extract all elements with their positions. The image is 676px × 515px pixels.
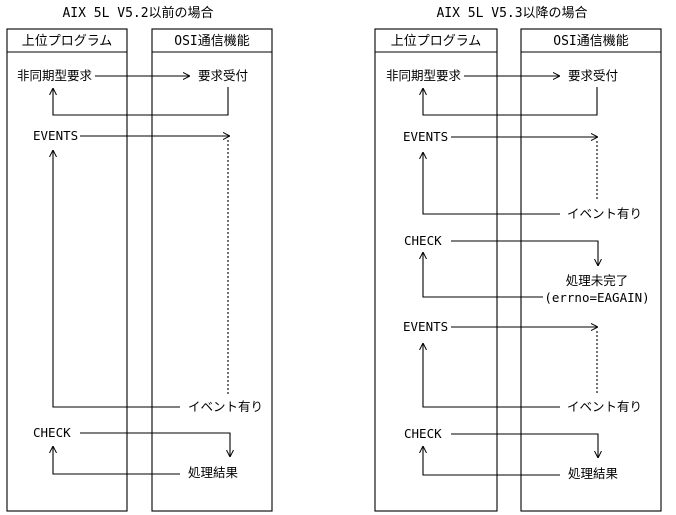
left-request-return-arrow — [53, 87, 229, 116]
left-panel: AIX 5L V5.2以前の場合 上位プログラム OSI通信機能 非同期型要求 … — [6, 5, 273, 512]
right-event-occurred-1-label: イベント有り — [567, 206, 642, 221]
left-request-accepted-label: 要求受付 — [198, 68, 248, 83]
right-panel: AIX 5L V5.3以降の場合 上位プログラム OSI通信機能 非同期型要求 … — [374, 6, 662, 512]
right-check-1-arrow — [451, 240, 598, 266]
left-check-label: CHECK — [33, 425, 71, 440]
left-app-lane — [6, 28, 128, 512]
right-check-1-return-arrow — [423, 252, 543, 298]
right-header-osi: OSI通信機能 — [553, 34, 628, 49]
right-event-1-return-arrow — [423, 152, 560, 215]
right-request-accepted-label: 要求受付 — [568, 68, 618, 83]
right-async-request-label: 非同期型要求 — [386, 68, 462, 83]
left-async-request-label: 非同期型要求 — [17, 68, 93, 83]
right-request-return-arrow — [423, 87, 598, 116]
right-result-return-arrow — [423, 446, 560, 476]
left-event-return-arrow — [53, 150, 180, 408]
right-check-2-label: CHECK — [404, 426, 442, 441]
right-osi-lane — [520, 28, 662, 512]
right-events-1-label: EVENTS — [403, 129, 448, 144]
right-check-2-arrow — [451, 433, 598, 458]
right-app-lane — [374, 28, 498, 512]
left-header-osi: OSI通信機能 — [174, 34, 249, 49]
right-header-app: 上位プログラム — [391, 34, 482, 49]
left-panel-title: AIX 5L V5.2以前の場合 — [62, 5, 213, 21]
left-check-arrow — [80, 432, 230, 457]
left-process-result-label: 処理結果 — [188, 465, 239, 480]
left-header-app: 上位プログラム — [22, 34, 113, 49]
right-check-1-label: CHECK — [404, 233, 442, 248]
right-not-complete-label: 処理未完了 — [566, 273, 629, 288]
right-event-occurred-2-label: イベント有り — [567, 399, 642, 414]
left-event-occurred-label: イベント有り — [188, 399, 263, 414]
right-errno-label: (errno=EAGAIN) — [544, 290, 649, 305]
right-process-result-label: 処理結果 — [568, 466, 619, 481]
right-events-2-label: EVENTS — [403, 319, 448, 334]
left-osi-lane — [151, 28, 273, 512]
left-result-return-arrow — [53, 446, 180, 475]
left-events-label: EVENTS — [33, 128, 78, 143]
right-event-2-return-arrow — [423, 343, 560, 408]
right-panel-title: AIX 5L V5.3以降の場合 — [436, 6, 587, 21]
